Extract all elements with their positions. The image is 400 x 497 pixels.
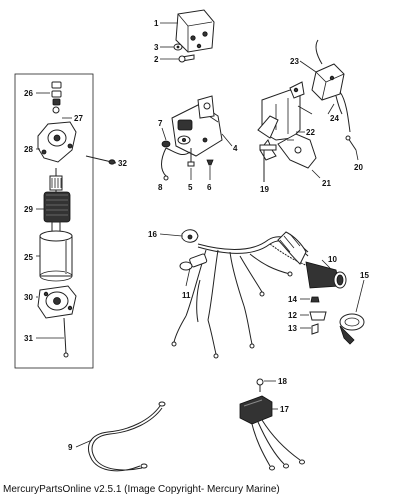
callout-24: 24 — [330, 114, 339, 123]
relay-wires-part — [315, 39, 351, 133]
solenoid-cover-part — [175, 9, 215, 53]
callout-1: 1 — [154, 19, 159, 28]
callout-19: 19 — [260, 185, 269, 194]
callout-10: 10 — [328, 255, 337, 264]
clamp-15-part — [339, 313, 365, 345]
callout-29: 29 — [24, 205, 33, 214]
connector-10-part — [305, 261, 347, 289]
callout-32: 32 — [118, 159, 127, 168]
through-bolt-part — [85, 155, 117, 165]
callout-7: 7 — [158, 119, 163, 128]
callout-6: 6 — [207, 183, 212, 192]
bracket-rod-part — [259, 144, 277, 182]
switch-17-part — [239, 395, 273, 425]
screw-18-part — [256, 378, 264, 392]
starter-solenoid-part — [171, 95, 223, 157]
wiring-harness-part — [171, 236, 309, 359]
callout-2: 2 — [154, 55, 159, 64]
callout-21: 21 — [322, 179, 331, 188]
callout-25: 25 — [24, 253, 33, 262]
callout-17: 17 — [280, 405, 289, 414]
relay-23-part — [311, 63, 345, 101]
callout-8: 8 — [158, 183, 163, 192]
diagram-canvas: 1 2 3 4 5 6 7 8 9 10 11 12 13 14 15 16 1… — [14, 9, 369, 472]
copyright-caption: MercuryPartsOnline v2.5.1 (Image Copyrig… — [3, 484, 280, 495]
callout-31: 31 — [24, 334, 33, 343]
callout-3: 3 — [154, 43, 159, 52]
callout-16: 16 — [148, 230, 157, 239]
callout-28: 28 — [24, 145, 33, 154]
bolt-5-part — [187, 148, 195, 167]
screw-part — [178, 54, 195, 63]
callout-23: 23 — [290, 57, 299, 66]
lead-wire-9-part — [88, 401, 166, 472]
drive-end-cap-part — [37, 285, 77, 319]
plate-12-part — [309, 311, 327, 321]
lead-wire-8-part — [161, 147, 191, 181]
screw-20-part — [345, 135, 357, 151]
callout-15: 15 — [360, 271, 369, 280]
nut-14-part — [310, 296, 320, 303]
callout-20: 20 — [354, 163, 363, 172]
field-frame-part — [39, 230, 73, 282]
screw-13-part — [311, 323, 319, 335]
commutator-end-cap-part — [37, 121, 77, 163]
washer-part — [173, 43, 183, 51]
terminal-nut-part — [161, 140, 171, 148]
callout-5: 5 — [188, 183, 193, 192]
brush-parts — [51, 81, 62, 114]
callout-26: 26 — [24, 89, 33, 98]
harness-sleeve-part — [277, 231, 307, 265]
callout-11: 11 — [182, 291, 191, 300]
callout-9: 9 — [68, 443, 73, 452]
armature-part — [43, 168, 71, 242]
bracket-arm-part — [277, 133, 317, 169]
callout-13: 13 — [288, 324, 297, 333]
callout-4: 4 — [233, 144, 238, 153]
callout-12: 12 — [288, 311, 297, 320]
callout-27: 27 — [74, 114, 83, 123]
callout-22: 22 — [306, 128, 315, 137]
nut-6-part — [206, 159, 214, 166]
callout-18: 18 — [278, 377, 287, 386]
starter-motor-frame — [14, 73, 94, 369]
clamp-16-part — [181, 229, 199, 243]
callout-30: 30 — [24, 293, 33, 302]
callout-14: 14 — [288, 295, 297, 304]
switch-leads-part — [251, 419, 305, 471]
drive-bolt-part — [63, 317, 69, 358]
